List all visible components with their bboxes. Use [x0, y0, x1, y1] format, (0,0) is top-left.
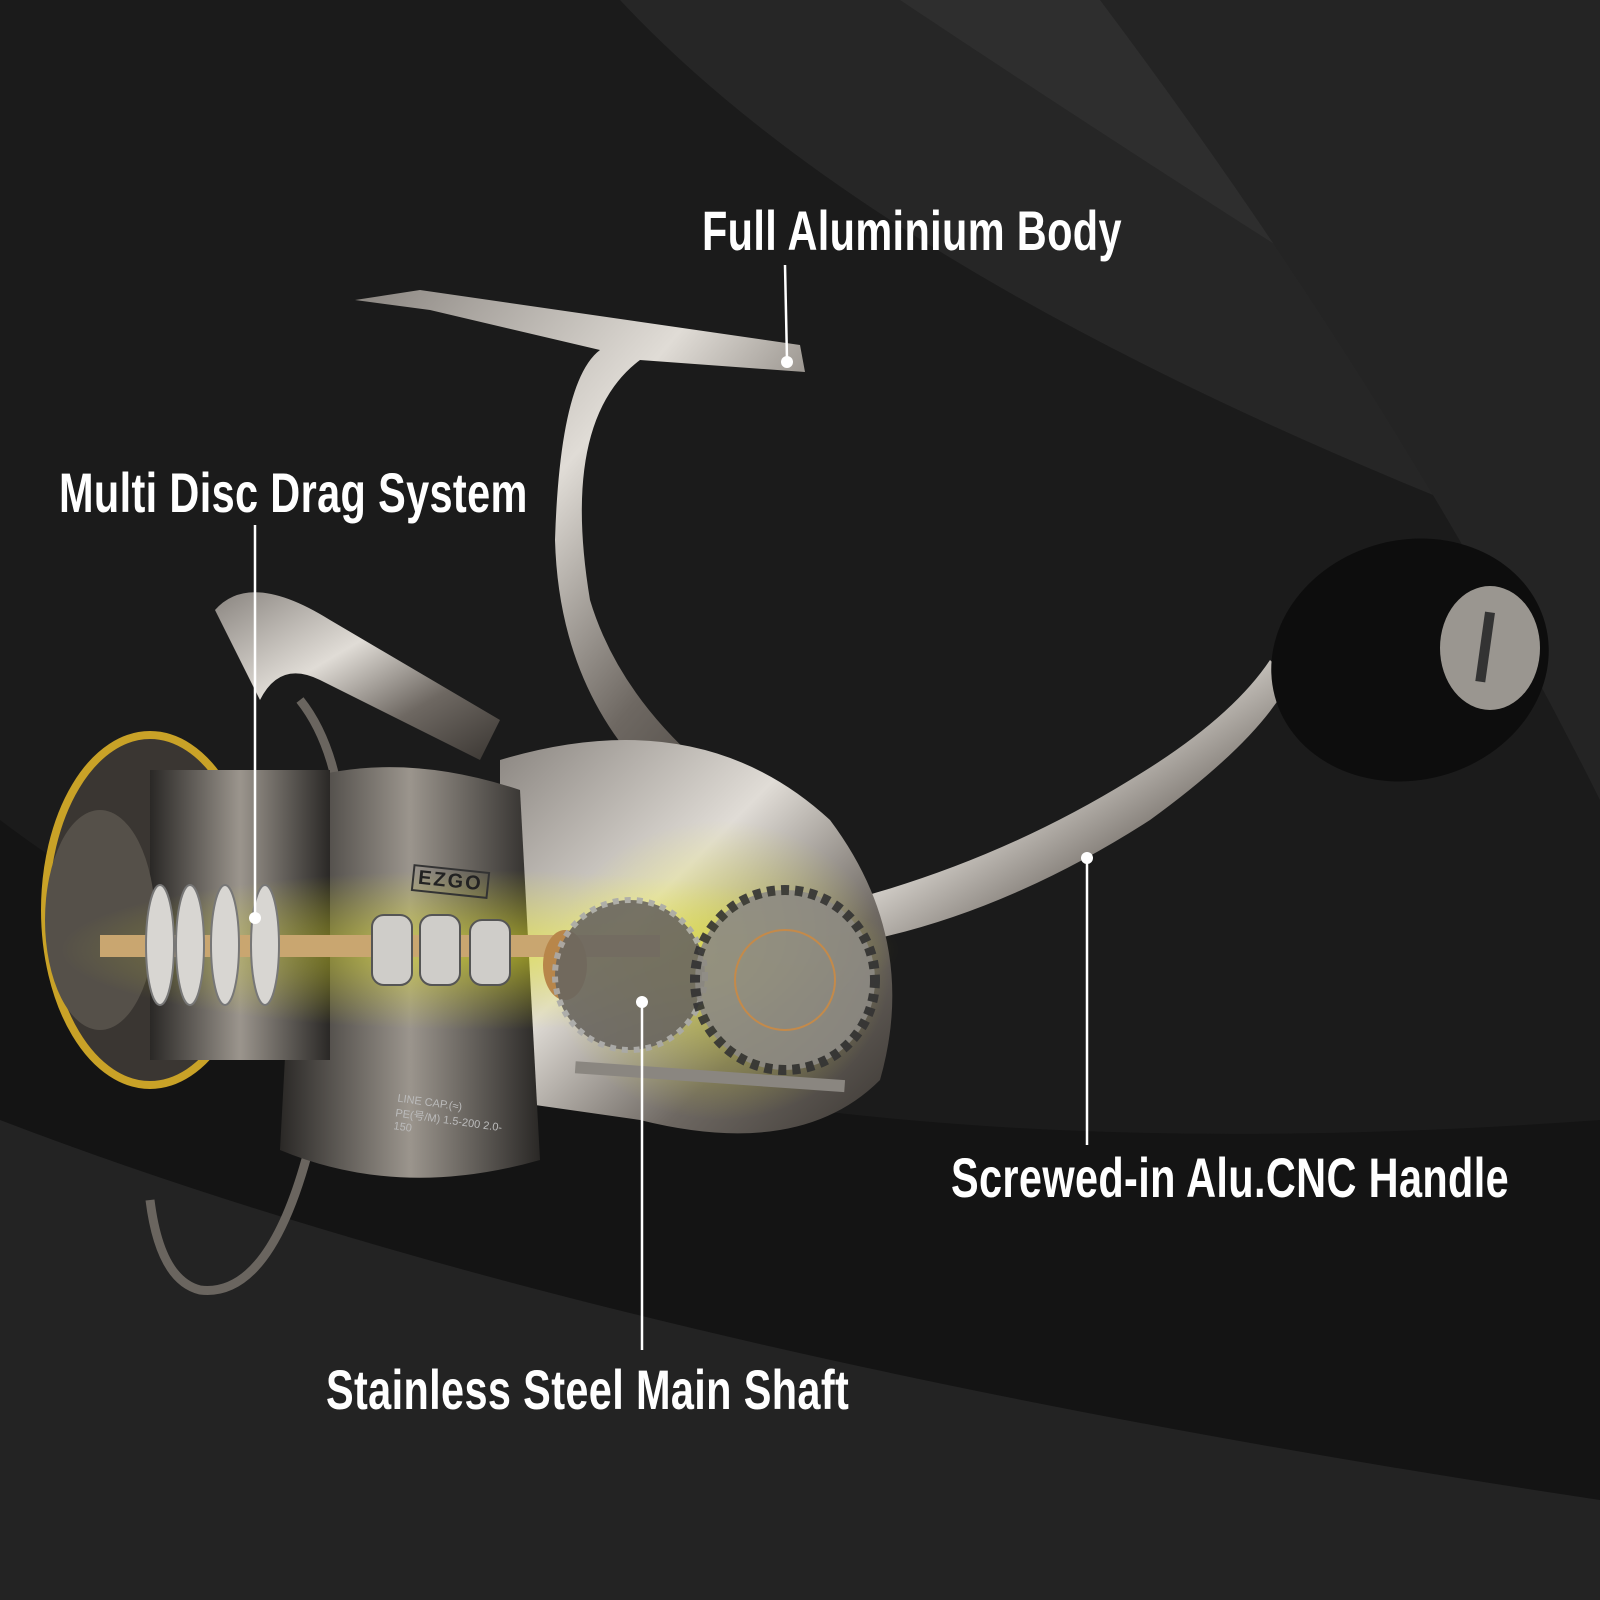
- callout-multi-disc-drag: Multi Disc Drag System: [59, 461, 528, 524]
- callout-main-shaft: Stainless Steel Main Shaft: [326, 1358, 850, 1421]
- callout-cnc-handle: Screwed-in Alu.CNC Handle: [951, 1146, 1510, 1209]
- callout-full-aluminium-body: Full Aluminium Body: [702, 199, 1122, 262]
- fishing-reel: [41, 290, 1549, 1295]
- callout-lines: [249, 264, 1093, 1350]
